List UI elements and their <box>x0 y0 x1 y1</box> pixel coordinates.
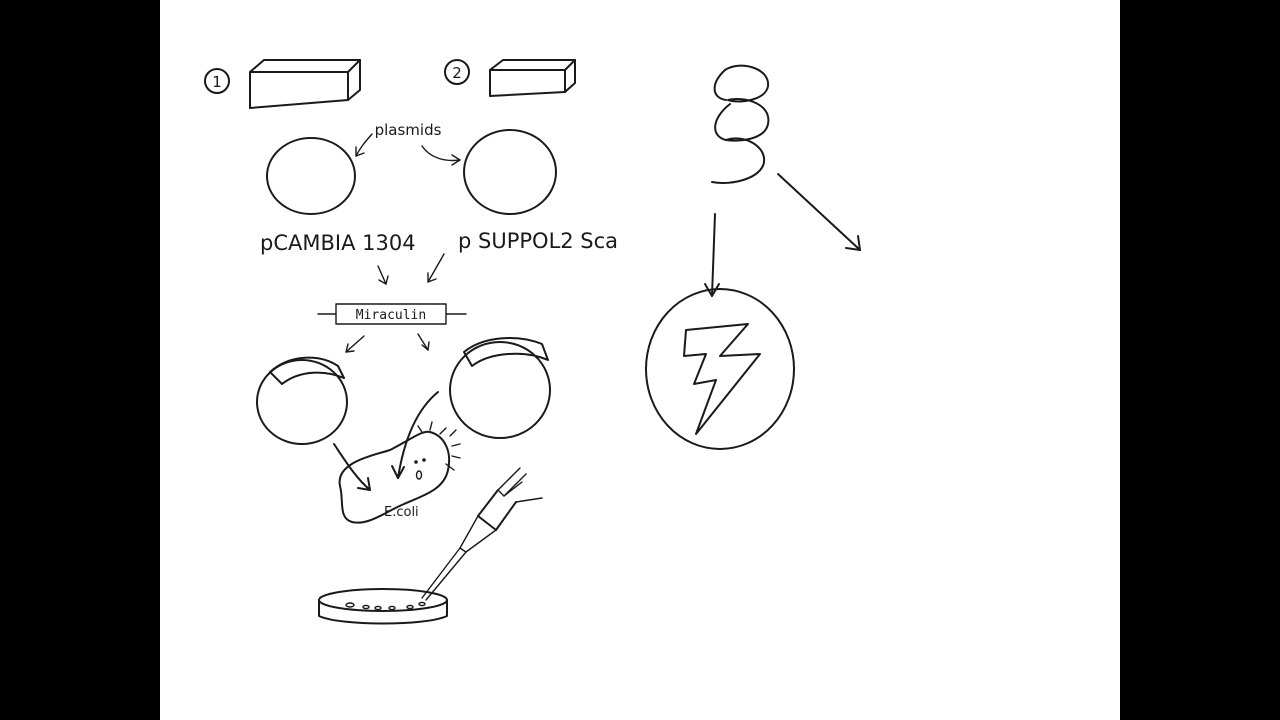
step-2-marker: 2 <box>444 59 470 85</box>
arrow-icon <box>417 333 430 351</box>
plasmids-label: plasmids <box>375 121 442 139</box>
arrow-icon <box>345 335 365 353</box>
arrow-icon <box>777 173 861 251</box>
box-icon <box>249 59 361 109</box>
recombinant-plasmid-left <box>256 356 348 445</box>
hand-drawn-diagram: 1 2 plasmids <box>204 59 861 625</box>
step-1-marker: 1 <box>204 68 230 94</box>
arrow-icon <box>355 133 373 157</box>
arrow-icon <box>421 145 461 166</box>
arrow-icon <box>333 443 371 491</box>
petri-dish-icon <box>318 588 448 625</box>
electroporation-circle <box>645 288 795 450</box>
arrow-icon <box>377 265 389 285</box>
gene-insert: Miraculin <box>317 303 467 325</box>
plasmid-left-label: pCAMBIA 1304 <box>260 231 416 255</box>
plasmid-circle-right <box>463 129 557 215</box>
arrow-icon <box>704 213 720 297</box>
plasmid-circle-left <box>266 137 356 215</box>
recombinant-plasmid-right <box>449 337 551 439</box>
gene-label: Miraculin <box>356 308 426 323</box>
arrow-icon <box>427 253 445 283</box>
whiteboard-canvas: 1 2 plasmids <box>160 0 1120 720</box>
plasmid-right-label: p SUPPOL2 Sca <box>458 229 618 253</box>
pipette-icon <box>421 467 543 601</box>
e-coli-label: E.coli <box>384 505 419 520</box>
step-2-number: 2 <box>452 64 462 82</box>
arrow-icon <box>391 391 439 479</box>
lightning-bolt-icon <box>683 323 761 435</box>
e-coli-bacterium: E.coli <box>338 421 461 524</box>
box-icon <box>489 59 576 97</box>
coil-icon <box>711 64 770 184</box>
step-1-number: 1 <box>212 73 222 91</box>
